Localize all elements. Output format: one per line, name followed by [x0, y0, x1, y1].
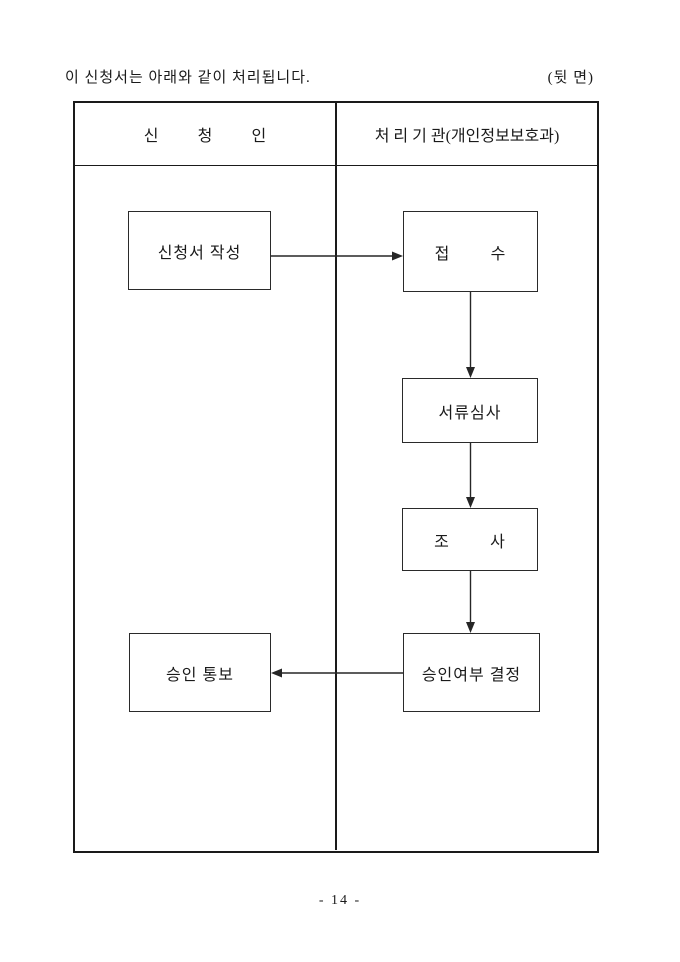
arrow-investigation-to-approval-decision	[466, 571, 475, 633]
column-header-agency-label: 처 리 기 관(개인정보보호과)	[374, 128, 560, 145]
flow-node-receipt: 접 수	[403, 211, 538, 292]
flow-node-receipt-label: 접 수	[434, 245, 507, 263]
column-header-applicant-label: 신 청 인	[143, 128, 267, 145]
flow-node-approval-notice: 승인 통보	[129, 633, 271, 712]
flow-node-document-review: 서류심사	[402, 378, 538, 443]
column-header-applicant: 신 청 인	[75, 103, 337, 165]
flow-node-investigation: 조 사	[402, 508, 538, 571]
flow-node-approval-notice-label: 승인 통보	[166, 666, 234, 684]
caption-text: 이 신청서는 아래와 같이 처리됩니다.	[65, 70, 311, 86]
flowchart-area: 신청서 작성 접 수 서류심사 조 사 승인여부 결정 승인 통보	[75, 166, 597, 850]
table-header-row: 신 청 인 처 리 기 관(개인정보보호과)	[75, 103, 597, 166]
column-divider	[335, 166, 337, 850]
arrow-approval-decision-to-approval-notice	[271, 668, 403, 678]
flow-node-approval-decision-label: 승인여부 결정	[421, 666, 522, 684]
flow-node-approval-decision: 승인여부 결정	[403, 633, 540, 712]
caption-row: 이 신청서는 아래와 같이 처리됩니다. (뒷 면)	[65, 66, 594, 87]
page-number: - 14 -	[318, 893, 362, 908]
arrow-document-review-to-investigation	[466, 443, 475, 508]
arrow-receipt-to-document-review	[466, 292, 475, 378]
flow-node-write-application: 신청서 작성	[128, 211, 271, 290]
back-side-label: (뒷 면)	[547, 70, 594, 86]
flow-node-document-review-label: 서류심사	[438, 404, 502, 422]
arrow-write-application-to-receipt	[271, 251, 403, 261]
flow-node-write-application-label: 신청서 작성	[157, 244, 242, 262]
flow-node-investigation-label: 조 사	[434, 533, 506, 551]
process-table: 신 청 인 처 리 기 관(개인정보보호과)	[73, 101, 599, 853]
column-header-agency: 처 리 기 관(개인정보보호과)	[337, 103, 597, 165]
